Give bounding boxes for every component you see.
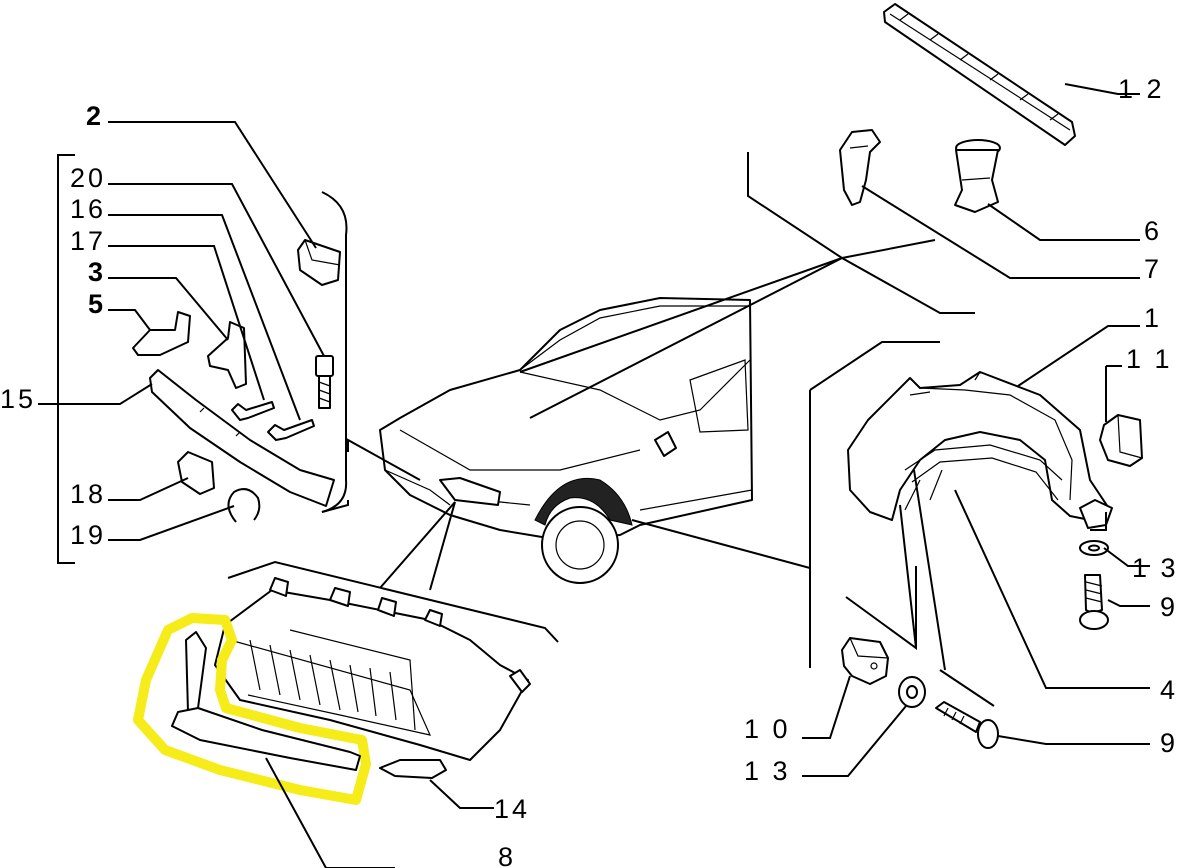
part-17-bolt — [231, 401, 275, 421]
headlight-assembly — [214, 560, 559, 779]
leader-lines — [38, 83, 1150, 868]
part-16-bolt — [267, 419, 315, 441]
label-11: 1 1 — [1126, 344, 1173, 374]
label-7: 7 — [1144, 254, 1162, 284]
car-body — [379, 297, 753, 584]
label-6: 6 — [1144, 216, 1162, 246]
label-12: 1 2 — [1118, 74, 1165, 104]
label-18: 18 — [70, 479, 106, 509]
label-2: 2 — [86, 101, 104, 131]
part-2-block — [297, 239, 341, 286]
label-1: 1 — [1144, 303, 1162, 333]
label-19: 19 — [70, 520, 106, 550]
label-13-top: 1 3 — [1132, 553, 1179, 583]
part-6-boot — [954, 139, 1001, 213]
label-15: 15 — [0, 384, 36, 414]
label-13-bottom: 1 3 — [744, 756, 791, 786]
part-13-washer-bottom — [898, 676, 926, 708]
part-10-clip-nut — [841, 637, 889, 685]
label-17: 17 — [70, 226, 106, 256]
part-20-bolt — [315, 355, 334, 409]
part-1-wheel-liner — [847, 371, 1113, 529]
part-3-bracket — [207, 321, 247, 389]
part-13-washer-top — [1079, 540, 1109, 556]
label-20: 20 — [70, 163, 106, 193]
part-19-ring — [227, 488, 261, 523]
part-18-clip — [177, 451, 215, 495]
part-8-trim-strip — [133, 613, 371, 805]
label-9-top: 9 — [1160, 592, 1178, 622]
bracket-group-15 — [57, 154, 348, 564]
label-8: 8 — [498, 842, 516, 868]
label-9-bottom: 9 — [1160, 728, 1178, 758]
part-15-strip — [149, 369, 335, 507]
label-10: 1 0 — [744, 714, 791, 744]
part-11-clip — [1099, 414, 1143, 467]
part-5-bracket — [132, 311, 191, 356]
part-7-grommet — [839, 129, 881, 206]
label-16: 16 — [70, 194, 106, 224]
part-12-seal-strip — [883, 3, 1076, 146]
label-14: 14 — [494, 794, 530, 824]
label-4: 4 — [1160, 675, 1178, 705]
part-9-screw-top — [1079, 574, 1109, 630]
label-3: 3 — [88, 257, 106, 287]
label-5: 5 — [88, 289, 106, 319]
part-9-screw-bottom — [935, 701, 999, 749]
